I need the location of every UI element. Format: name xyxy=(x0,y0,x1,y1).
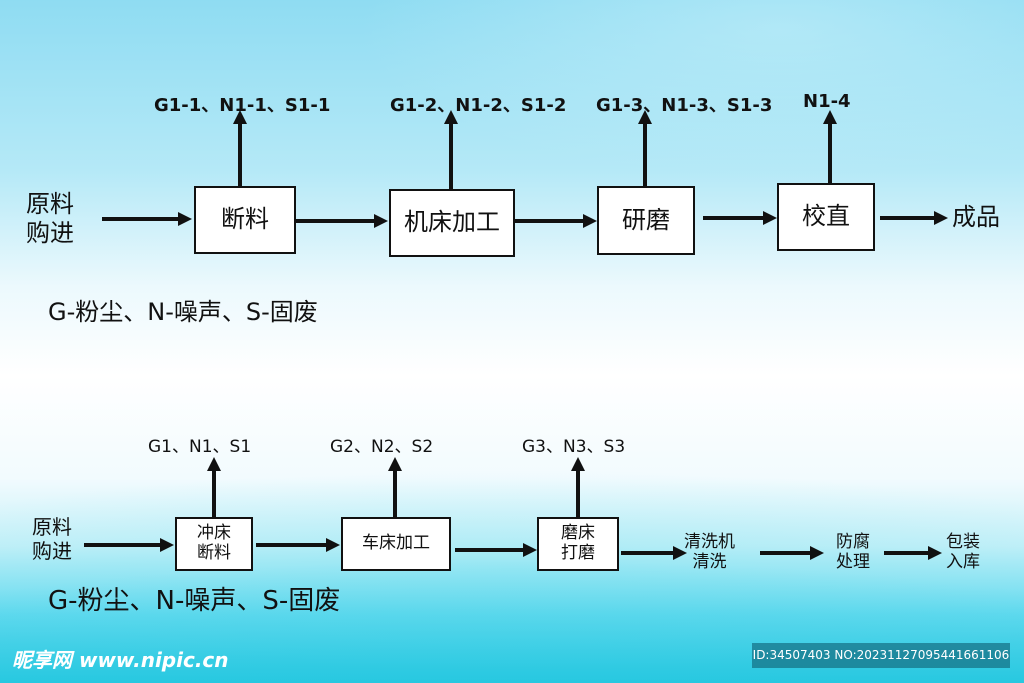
process-box: 研磨 xyxy=(597,186,695,255)
up-arrow xyxy=(444,110,458,189)
process-step: 清洗机 清洗 xyxy=(684,532,735,573)
watermark-logo: 昵享网 www.nipic.cn xyxy=(12,648,229,672)
arrow xyxy=(256,538,340,552)
process-box: 断料 xyxy=(194,186,296,254)
arrow xyxy=(621,546,687,560)
arrow xyxy=(102,212,192,226)
emission-label: G1-3、N1-3、S1-3 xyxy=(596,95,773,116)
arrow xyxy=(760,546,824,560)
emission-label: G1、N1、S1 xyxy=(148,437,252,457)
arrow xyxy=(703,211,777,225)
emission-label: G1-1、N1-1、S1-1 xyxy=(154,95,331,116)
emission-label: G2、N2、S2 xyxy=(330,437,434,457)
up-arrow xyxy=(571,457,585,517)
emission-label: N1-4 xyxy=(803,91,851,112)
arrow xyxy=(455,543,537,557)
process-box: 机床加工 xyxy=(389,189,515,257)
process-step: 防腐 处理 xyxy=(836,532,870,573)
arrow xyxy=(84,538,174,552)
start-node-bottom: 原料 购进 xyxy=(32,515,72,563)
arrow xyxy=(296,214,388,228)
up-arrow xyxy=(638,110,652,186)
process-box: 磨床 打磨 xyxy=(537,517,619,571)
arrow xyxy=(880,211,948,225)
legend-top: G-粉尘、N-噪声、S-固废 xyxy=(48,298,318,326)
process-step: 包装 入库 xyxy=(946,532,980,573)
arrow xyxy=(884,546,942,560)
process-box: 冲床 断料 xyxy=(175,517,253,571)
process-box: 校直 xyxy=(777,183,875,251)
up-arrow xyxy=(823,110,837,183)
up-arrow xyxy=(207,457,221,517)
end-node-top: 成品 xyxy=(952,203,1000,231)
legend-bottom: G-粉尘、N-噪声、S-固废 xyxy=(48,586,341,616)
emission-label: G1-2、N1-2、S1-2 xyxy=(390,95,567,116)
map-decoration xyxy=(0,0,1024,190)
start-node-top: 原料 购进 xyxy=(26,190,74,247)
watermark-id: ID:34507403 NO:20231127095441661106 xyxy=(752,643,1010,668)
up-arrow xyxy=(388,457,402,517)
emission-label: G3、N3、S3 xyxy=(522,437,626,457)
arrow xyxy=(515,214,597,228)
process-box: 车床加工 xyxy=(341,517,451,571)
up-arrow xyxy=(233,110,247,186)
